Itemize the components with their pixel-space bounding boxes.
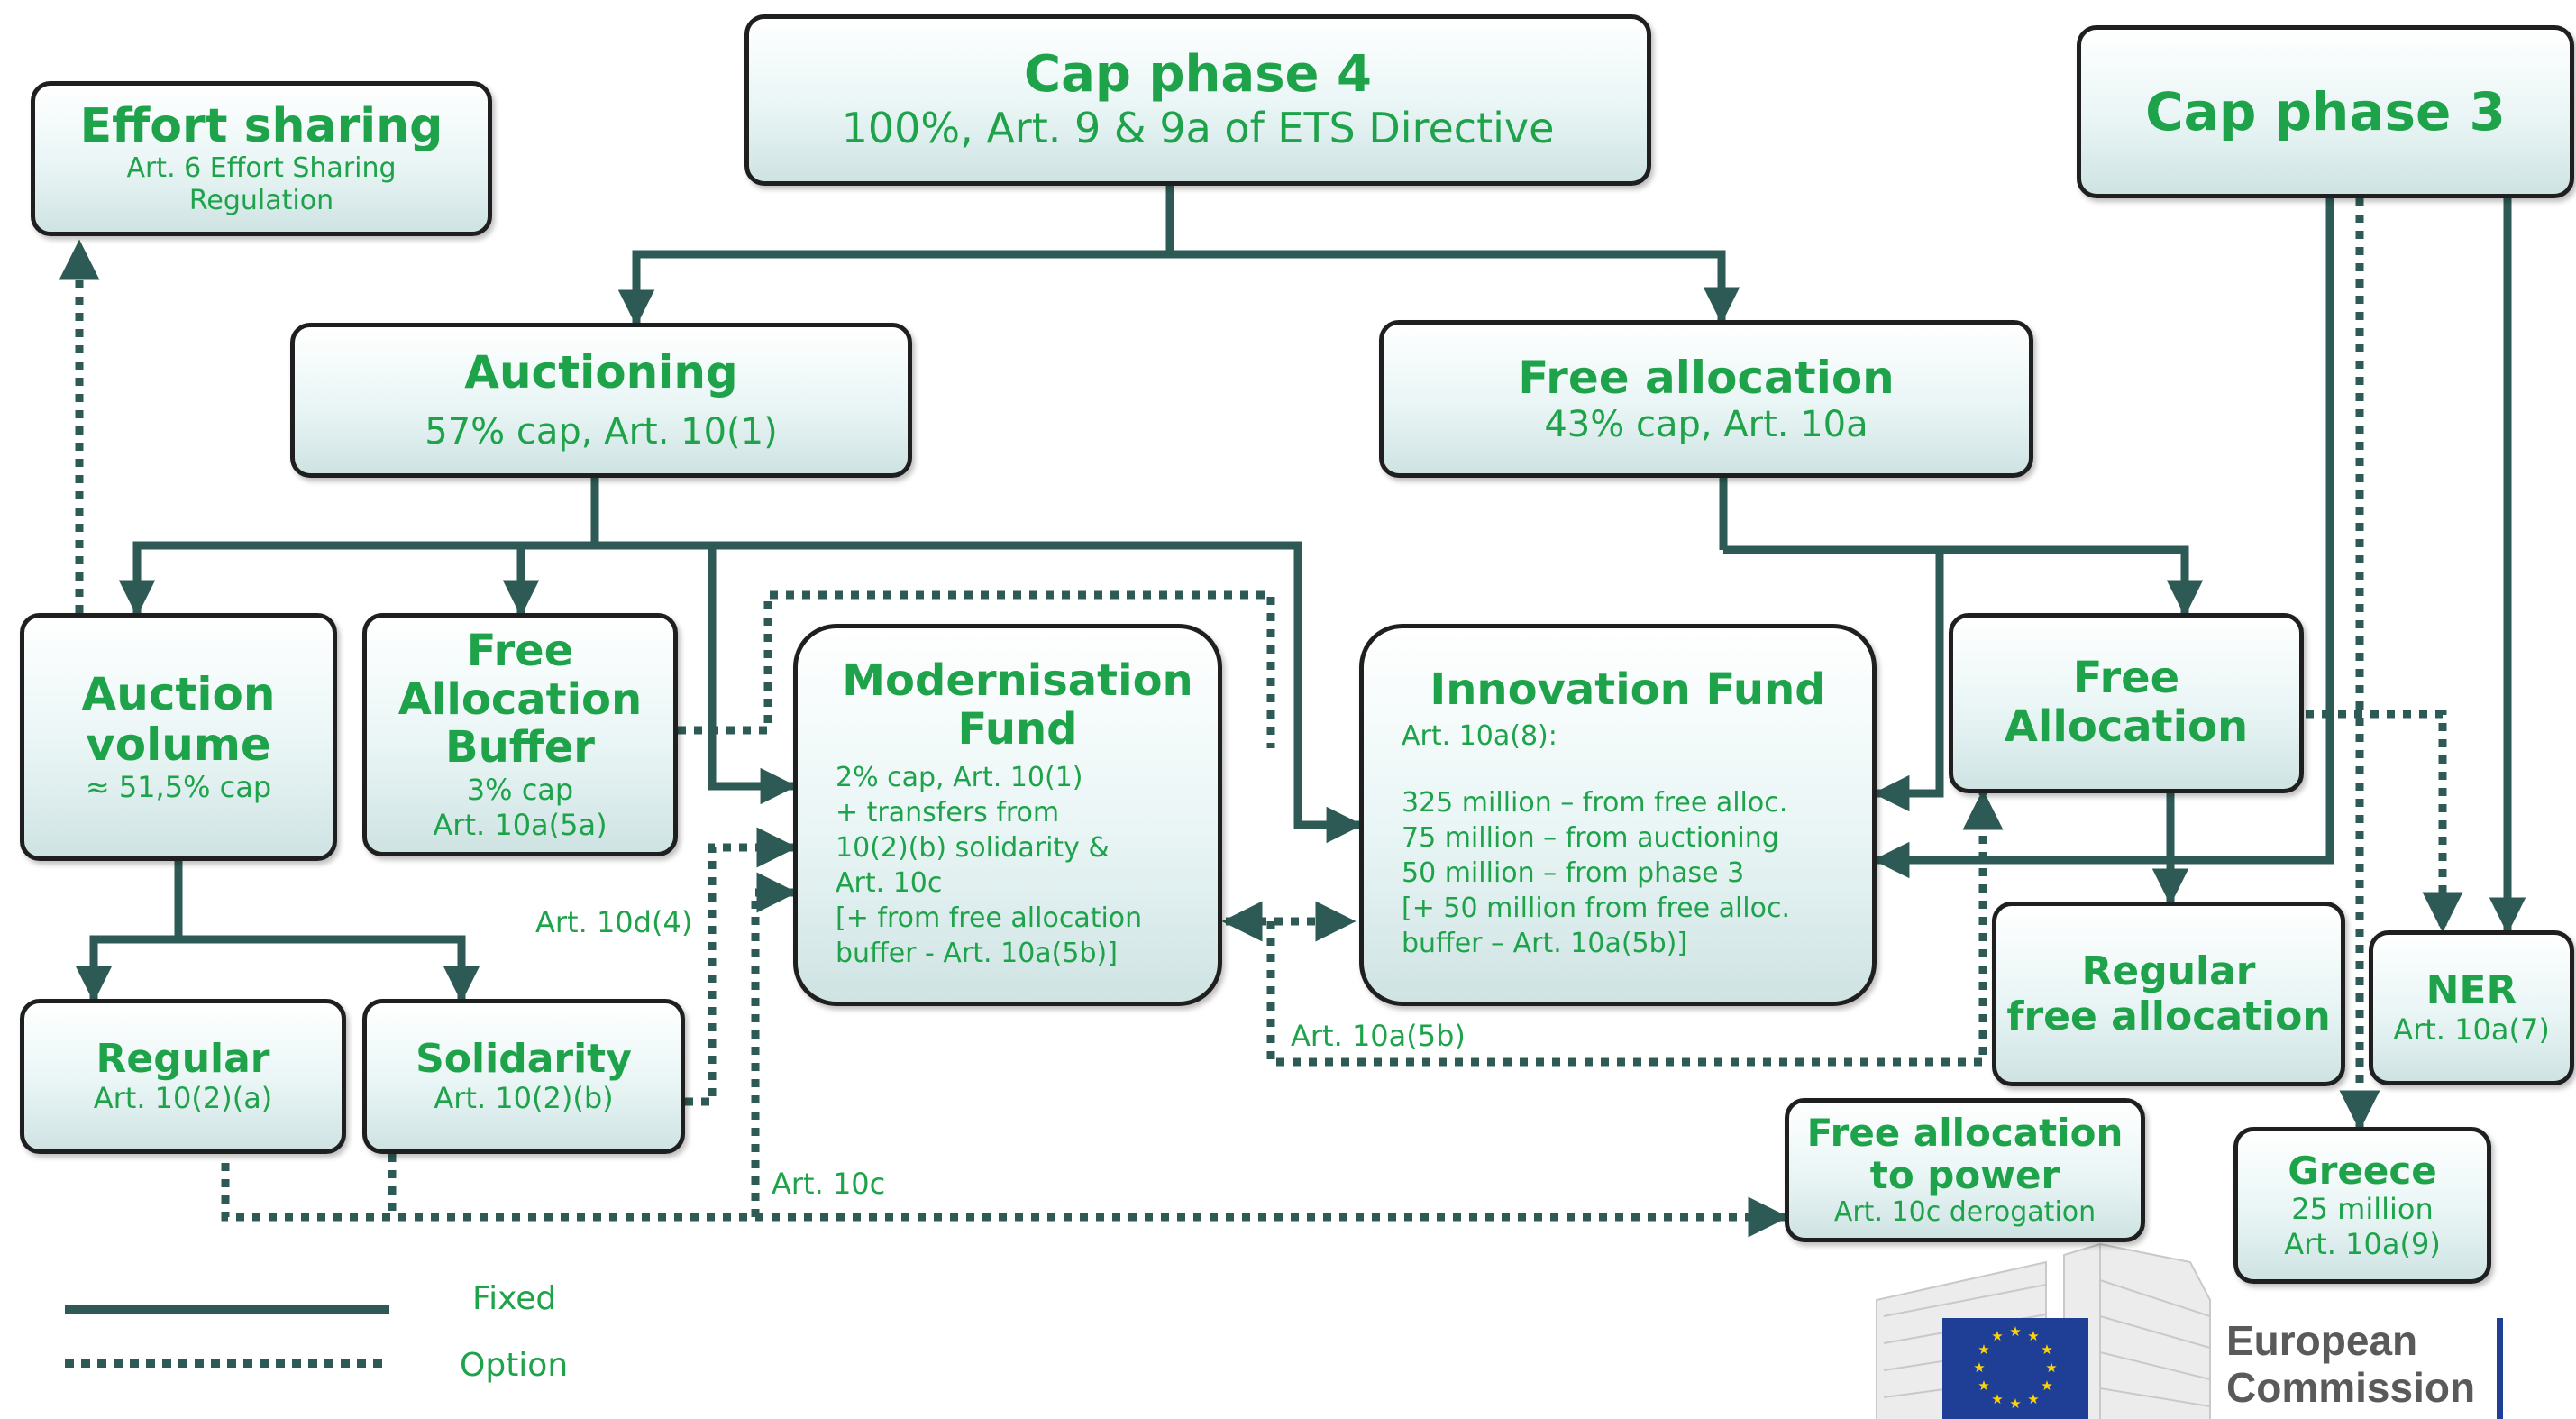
solidarity-to-modernisation: [685, 827, 798, 1106]
solidarity-box: Solidarity Art. 10(2)(b): [362, 999, 685, 1154]
auctioning-sub: 57% cap, Art. 10(1): [425, 411, 778, 453]
fab-sub: 3% cap Art. 10a(5a): [433, 773, 607, 842]
cap3-to-innovation: [1872, 198, 2334, 879]
solidarity-title: Solidarity: [416, 1036, 632, 1083]
regular-free-allocation-box: Regular free allocation: [1992, 902, 2345, 1086]
free-allocation-title: Free allocation: [1518, 351, 1895, 404]
greece-title: Greece: [2288, 1149, 2437, 1194]
free-alloc-to-free-alloc-mid: [1723, 545, 2204, 618]
modernisation-body: 2% cap, Art. 10(1) + transfers from 10(2…: [836, 761, 1143, 969]
av-to-solidarity: [178, 935, 480, 1003]
innovation-title: Innovation Fund: [1430, 664, 1826, 715]
free-allocation-to-power-box: Free allocation to power Art. 10c deroga…: [1785, 1098, 2145, 1242]
cap-phase-4-box: Cap phase 4 100%, Art. 9 & 9a of ETS Dir…: [744, 14, 1651, 186]
free-allocation-sub: 43% cap, Art. 10a: [1544, 403, 1868, 445]
auctioning-to-innovation: [595, 541, 1364, 844]
innovation-fund-box: Innovation Fund Art. 10a(8): 325 million…: [1359, 624, 1877, 1006]
label-art-10d4: Art. 10d(4): [535, 905, 693, 939]
auctioning-title: Auctioning: [464, 346, 738, 398]
svg-text:★: ★: [2027, 1328, 2039, 1344]
svg-text:★: ★: [1973, 1359, 1985, 1376]
innovation-body-2: 325 million – from free alloc. 75 millio…: [1402, 786, 1791, 959]
regular-title: Regular: [96, 1036, 270, 1083]
logo-text: European Commission: [2226, 1317, 2476, 1411]
regular-free-allocation-title: Regular free allocation: [2006, 948, 2331, 1039]
svg-text:★: ★: [1991, 1328, 2003, 1344]
free-allocation-mid-box: Free Allocation: [1949, 613, 2304, 793]
european-commission-logo: ★ ★ ★ ★ ★ ★ ★ ★ ★ ★ ★ ★: [1876, 1242, 2503, 1419]
svg-text:★: ★: [1991, 1391, 2003, 1407]
svg-text:★: ★: [2009, 1323, 2021, 1340]
auction-volume-title: Auction volume: [81, 668, 276, 772]
innovation-body-1: Art. 10a(8):: [1402, 719, 1557, 752]
auctioning-box: Auctioning 57% cap, Art. 10(1): [290, 323, 912, 478]
logo-line-1: European: [2226, 1317, 2418, 1364]
fixed-connectors: [75, 185, 2526, 1003]
free-allocation-to-power-sub: Art. 10c derogation: [1833, 1196, 2096, 1229]
greece-box: Greece 25 million Art. 10a(9): [2233, 1127, 2491, 1284]
free-allocation-box: Free allocation 43% cap, Art. 10a: [1379, 320, 2033, 478]
auctioning-to-auction-volume: [118, 541, 595, 618]
svg-text:★: ★: [2027, 1391, 2039, 1407]
regular-to-free-power: [221, 1163, 1789, 1238]
free-allocation-to-power-title: Free allocation to power: [1806, 1110, 2124, 1197]
art10a5b-line: [1266, 789, 2004, 1067]
svg-text:★: ★: [2045, 1359, 2057, 1376]
eu-stars-icon: ★ ★ ★ ★ ★ ★ ★ ★ ★ ★ ★ ★: [1973, 1323, 2057, 1412]
auctioning-to-fab: [502, 541, 595, 618]
free-alloc-to-innovation: [1872, 550, 1944, 812]
free-alloc-mid-to-ner: [2306, 710, 2463, 933]
cap4-to-auctioning: [617, 250, 1170, 327]
greece-sub: 25 million Art. 10a(9): [2284, 1192, 2441, 1261]
free-allocation-mid-title: Free Allocation: [2004, 653, 2249, 752]
effort-sharing-sub: Art. 6 Effort Sharing Regulation: [126, 152, 397, 217]
auctioning-to-modernisation: [708, 545, 798, 805]
modernisation-title: Modernisation Fund: [842, 655, 1193, 755]
cap-phase-3-title: Cap phase 3: [2145, 80, 2506, 142]
free-allocation-buffer-box: Free Allocation Buffer 3% cap Art. 10a(5…: [362, 613, 678, 856]
regular-box: Regular Art. 10(2)(a): [20, 999, 346, 1154]
cap-phase-4-sub: 100%, Art. 9 & 9a of ETS Directive: [841, 103, 1555, 152]
svg-text:★: ★: [2009, 1396, 2021, 1412]
option-connectors: [59, 198, 2463, 1238]
art10c-to-modernisation: [751, 872, 798, 1217]
cap-phase-3-box: Cap phase 3: [2077, 25, 2574, 198]
fab-to-funds: [678, 590, 1275, 748]
svg-text:★: ★: [2041, 1378, 2052, 1394]
cap-phase-4-title: Cap phase 4: [1024, 45, 1372, 105]
logo-line-2: Commission: [2226, 1363, 2476, 1411]
ner-sub: Art. 10a(7): [2393, 1012, 2550, 1048]
legend-option-label: Option: [460, 1347, 569, 1384]
logo-divider: [2497, 1318, 2503, 1419]
legend-fixed-label: Fixed: [472, 1280, 557, 1317]
modernisation-fund-box: Modernisation Fund 2% cap, Art. 10(1) + …: [793, 624, 1222, 1006]
svg-text:★: ★: [1978, 1341, 1989, 1358]
label-art-10c: Art. 10c: [772, 1167, 886, 1201]
label-art-10a5b: Art. 10a(5b): [1291, 1019, 1466, 1053]
auction-volume-box: Auction volume ≈ 51,5% cap: [20, 613, 337, 861]
ner-box: NER Art. 10a(7): [2369, 930, 2574, 1085]
cap4-to-free-allocation: [1170, 250, 1740, 325]
solidarity-sub: Art. 10(2)(b): [434, 1081, 614, 1116]
fab-title: Free Allocation Buffer: [397, 625, 643, 774]
effort-sharing-title: Effort sharing: [79, 98, 443, 153]
eu-flag-icon: [1942, 1318, 2088, 1419]
regular-sub: Art. 10(2)(a): [93, 1081, 273, 1116]
effort-sharing-box: Effort sharing Art. 6 Effort Sharing Reg…: [31, 81, 492, 236]
auction-volume-sub: ≈ 51,5% cap: [85, 770, 272, 805]
ner-title: NER: [2425, 967, 2517, 1014]
svg-text:★: ★: [2041, 1341, 2052, 1358]
av-to-regular: [75, 935, 178, 1003]
svg-text:★: ★: [1978, 1378, 1989, 1394]
